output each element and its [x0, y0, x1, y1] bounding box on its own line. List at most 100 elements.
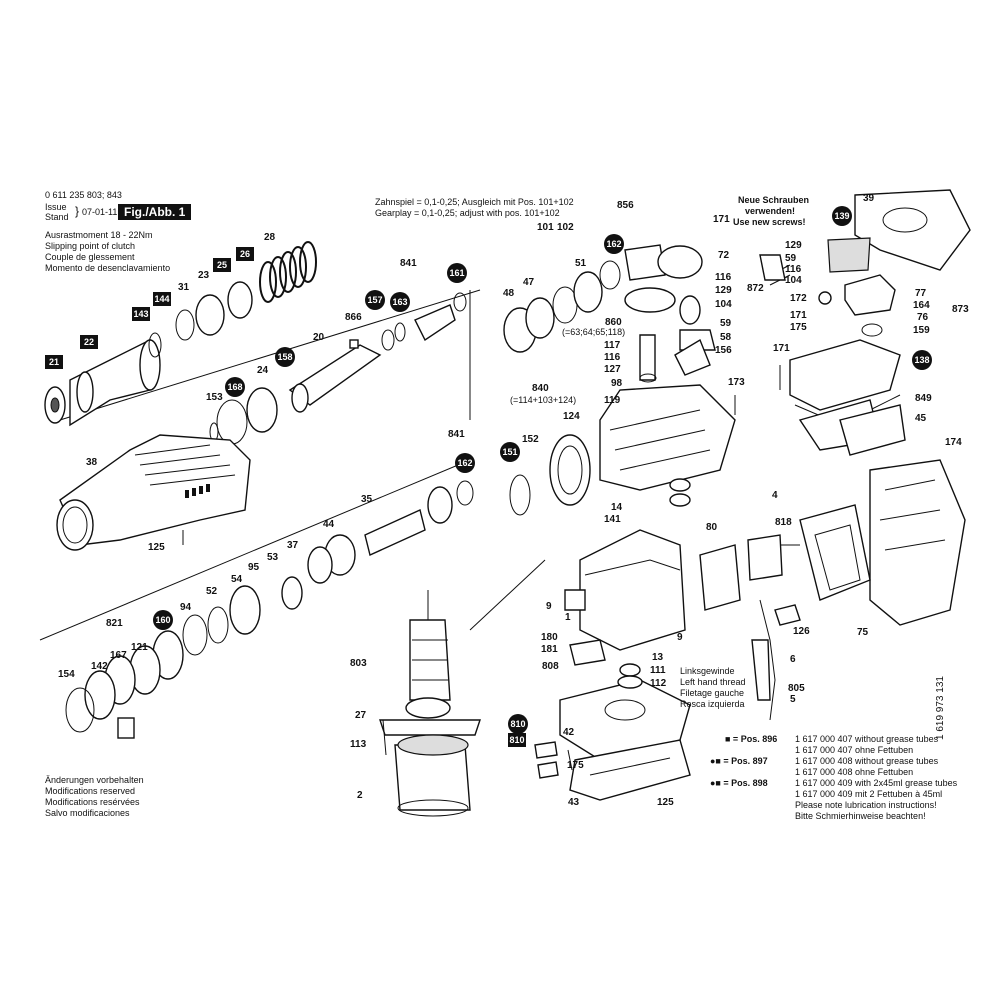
label-172: 172	[790, 293, 807, 304]
top-cover	[759, 189, 971, 337]
issue-label: Issue	[45, 202, 67, 212]
label-866: 866	[345, 312, 362, 323]
badge-162-lower: 162	[455, 453, 475, 473]
label-818: 818	[775, 517, 792, 528]
label-129-a: 129	[715, 285, 732, 296]
label-101: 101	[537, 222, 554, 233]
label-803: 803	[350, 658, 367, 669]
label-9-left: 9	[546, 601, 552, 612]
badge-160: 160	[153, 610, 173, 630]
label-180: 180	[541, 632, 558, 643]
label-125-right: 125	[657, 797, 674, 808]
label-117: 117	[604, 340, 621, 351]
label-2: 2	[357, 790, 363, 801]
gearplay-line-2: Gearplay = 0,1-0,25; adjust with pos. 10…	[375, 208, 560, 218]
document-code: 1 619 973 131	[935, 676, 946, 740]
gear-assembly	[503, 244, 716, 383]
issue-date: 07-01-11	[82, 207, 118, 217]
label-13: 13	[652, 652, 664, 663]
label-47: 47	[523, 277, 535, 288]
label-44: 44	[323, 519, 335, 530]
label-52: 52	[206, 586, 218, 597]
label-75: 75	[857, 627, 869, 638]
label-28: 28	[264, 232, 276, 243]
label-20: 20	[313, 332, 325, 343]
label-116-b: 116	[604, 352, 621, 363]
lubrication-line-1: Please note lubrication instructions!	[795, 800, 937, 810]
label-175-top: 175	[790, 322, 807, 333]
square-810: 810	[508, 733, 526, 747]
label-167: 167	[110, 650, 127, 661]
label-104-a: 104	[715, 299, 732, 310]
label-43: 43	[568, 797, 580, 808]
grease-897-a: 1 617 000 408 without grease tubes	[795, 756, 939, 766]
label-142: 142	[91, 661, 108, 672]
clutch-line-2: Slipping point of clutch	[45, 241, 136, 251]
square-26: 26	[236, 247, 254, 261]
square-22: 22	[80, 335, 98, 349]
grease-898-a: 1 617 000 409 with 2x45ml grease tubes	[795, 778, 958, 788]
label-181: 181	[541, 644, 558, 655]
label-841-upper: 841	[400, 258, 417, 269]
label-164: 164	[913, 300, 930, 311]
label-45: 45	[915, 413, 927, 424]
grease-897-b: 1 617 000 408 ohne Fettuben	[795, 767, 914, 777]
label-9-right: 9	[677, 632, 683, 643]
label-27: 27	[355, 710, 367, 721]
label-119: 119	[604, 395, 621, 406]
label-808: 808	[542, 661, 559, 672]
square-21: 21	[45, 355, 63, 369]
label-141: 141	[604, 514, 621, 525]
label-113: 113	[350, 739, 367, 750]
lubrication-line-2: Bitte Schmierhinweise beachten!	[795, 811, 926, 821]
label-849: 849	[915, 393, 932, 404]
label-102: 102	[557, 222, 574, 233]
square-144: 144	[153, 292, 171, 306]
badge-161: 161	[447, 263, 467, 283]
chuck-assembly	[44, 241, 317, 427]
label-98: 98	[611, 378, 623, 389]
label-37: 37	[287, 540, 299, 551]
label-111: 111	[650, 665, 666, 676]
label-856: 856	[617, 200, 634, 211]
label-95: 95	[248, 562, 260, 573]
label-805: 805	[788, 683, 805, 694]
label-154: 154	[58, 669, 75, 680]
badge-168: 168	[225, 377, 245, 397]
label-821: 821	[106, 618, 123, 629]
square-25: 25	[213, 258, 231, 272]
label-4: 4	[772, 490, 778, 501]
label-129-b: 129	[785, 240, 802, 251]
label-121: 121	[131, 642, 148, 653]
label-94: 94	[180, 602, 192, 613]
label-58: 58	[720, 332, 732, 343]
model-number: 0 611 235 803; 843	[45, 190, 122, 200]
label-48: 48	[503, 288, 515, 299]
label-23: 23	[198, 270, 210, 281]
grease-898-b: 1 617 000 409 mit 2 Fettuben à 45ml	[795, 789, 943, 799]
sub-note-gear: (=63;64;65;118)	[562, 327, 626, 337]
label-153: 153	[206, 392, 223, 403]
badge-162-upper: 162	[604, 234, 624, 254]
motor-assembly	[379, 590, 481, 817]
label-59-b: 59	[785, 253, 797, 264]
screws-line-2: verwenden!	[745, 206, 796, 216]
striker-assembly	[65, 474, 531, 739]
label-6: 6	[790, 654, 796, 665]
label-124: 124	[563, 411, 580, 422]
label-152: 152	[522, 434, 539, 445]
label-54: 54	[231, 574, 243, 585]
label-126: 126	[793, 626, 810, 637]
label-35: 35	[361, 494, 373, 505]
label-38: 38	[86, 457, 98, 468]
label-171-low: 171	[773, 343, 790, 354]
notes-line-2: Modifications reserved	[45, 786, 136, 796]
label-77: 77	[915, 288, 927, 299]
label-873: 873	[952, 304, 969, 315]
badge-138: 138	[912, 350, 932, 370]
grease-pos-896: ■ = Pos. 896	[725, 734, 778, 744]
thread-line-1: Linksgewinde	[680, 666, 735, 676]
badge-157: 157	[365, 290, 385, 310]
label-173: 173	[728, 377, 745, 388]
